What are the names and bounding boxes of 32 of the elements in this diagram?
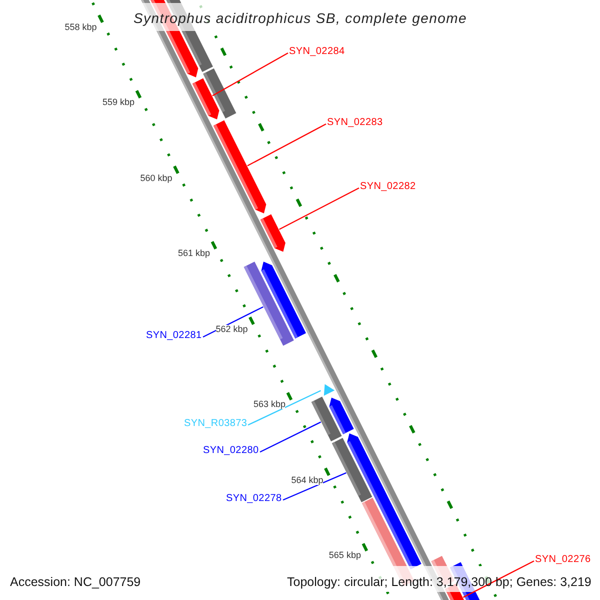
gene-label: SYN_02282 (360, 182, 416, 192)
gene-bar (213, 120, 266, 214)
leader-line (278, 187, 360, 230)
scale-label: 558 kbp (64, 22, 97, 32)
leader-line (248, 390, 321, 426)
gene-block (332, 438, 372, 502)
footer-text: Topology: circular; Length: 3,179,300 bp; Genes: 3,219 (287, 576, 592, 588)
scale-label: 561 kbp (178, 249, 210, 258)
gene-label: SYN_R03873 (184, 419, 248, 429)
leader-line (462, 560, 534, 598)
leader-line (247, 123, 326, 166)
scale-label: 560 kbp (140, 174, 172, 183)
rna-gene-marker (324, 384, 335, 396)
gene-bar (261, 262, 306, 339)
scale-label: 565 kbp (328, 551, 361, 560)
scale-label: 563 kbp (253, 400, 286, 410)
gene-bar (192, 78, 220, 120)
gene-bar (260, 214, 286, 252)
scale-label: 562 kbp (216, 324, 248, 334)
leader-line (282, 472, 346, 501)
scale-label: 559 kbp (102, 98, 134, 108)
leader-line (212, 52, 288, 96)
gene-label: SYN_02276 (535, 555, 591, 565)
footer-text: Accession: NC_007759 (10, 576, 141, 588)
gene-bar (329, 398, 354, 434)
gene-label: SYN_02283 (327, 118, 383, 128)
gene-label: SYN_02278 (226, 494, 282, 504)
title: Syntrophus aciditrophicus SB, complete genome (134, 11, 467, 25)
gene-label: SYN_02281 (146, 331, 202, 341)
gene-label: SYN_02280 (203, 446, 259, 456)
scale-label: 564 kbp (291, 476, 324, 485)
gene-label: SYN_02284 (289, 47, 345, 57)
